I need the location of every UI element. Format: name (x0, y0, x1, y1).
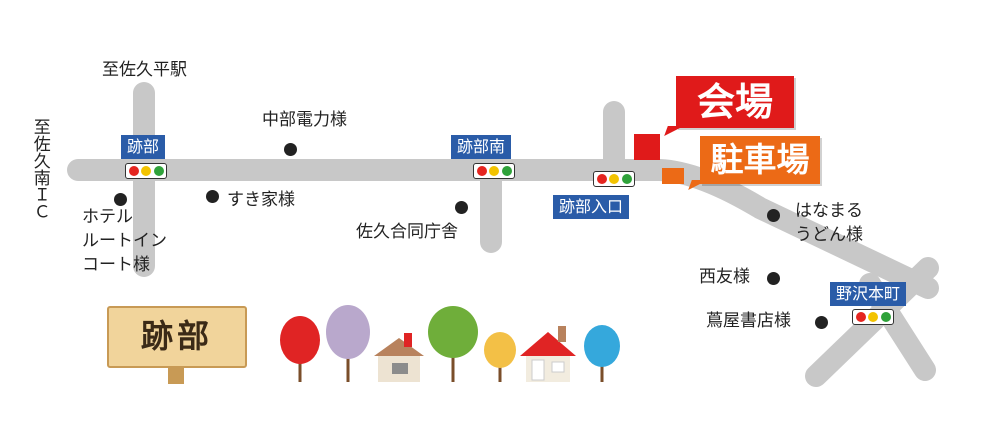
signboard-posts (168, 366, 184, 384)
tree-red-icon (280, 316, 320, 382)
house-red-roof-icon (374, 333, 424, 382)
traffic-light-icon (473, 163, 515, 179)
direction-saku-hiraeki: 至佐久平駅 (102, 60, 187, 80)
landmark-chubu-electric: 中部電力様 (262, 110, 347, 130)
venue-marker (634, 134, 660, 160)
parking-callout: 駐車場 (700, 136, 820, 184)
venue-callout: 会場 (676, 76, 794, 128)
intersection-atobe-iriguchi: 跡部入口 (553, 195, 630, 219)
landmark-tsutaya: 蔦屋書店様 (706, 311, 791, 331)
landmark-seiyu: 西友様 (699, 267, 750, 287)
landmark-dot-icon (815, 316, 828, 329)
landmark-dot-icon (767, 209, 780, 222)
decorative-trees (280, 305, 620, 382)
intersection-nozawa-honmachi: 野沢本町 (830, 282, 907, 306)
atobe-signboard: 跡部 (107, 306, 247, 368)
house-white-icon (520, 326, 576, 382)
landmark-dot-icon (206, 190, 219, 203)
traffic-light-icon (593, 171, 635, 187)
landmark-hanamaru-udon: はなまる うどん様 (795, 201, 863, 245)
landmark-sukiya: すき家様 (227, 190, 295, 210)
intersection-atobe: 跡部 (121, 135, 166, 159)
landmark-dot-icon (767, 272, 780, 285)
intersection-atobe-minami: 跡部南 (451, 135, 512, 159)
landmark-hotel-route-inn: ホテル ルートイン コート様 (82, 207, 167, 275)
landmark-dot-icon (284, 143, 297, 156)
tree-blue-icon (584, 325, 620, 382)
landmark-dot-icon (114, 193, 127, 206)
direction-saku-minami-ic: 至佐久南ＩＣ (29, 118, 50, 220)
landmark-dot-icon (455, 201, 468, 214)
tree-purple-icon (326, 305, 370, 382)
tree-yellow-icon (484, 332, 516, 382)
parking-marker (662, 168, 684, 184)
traffic-light-icon (852, 309, 894, 325)
traffic-light-icon (125, 163, 167, 179)
tree-green-icon (428, 306, 478, 382)
landmark-saku-government-office: 佐久合同庁舎 (356, 222, 458, 242)
